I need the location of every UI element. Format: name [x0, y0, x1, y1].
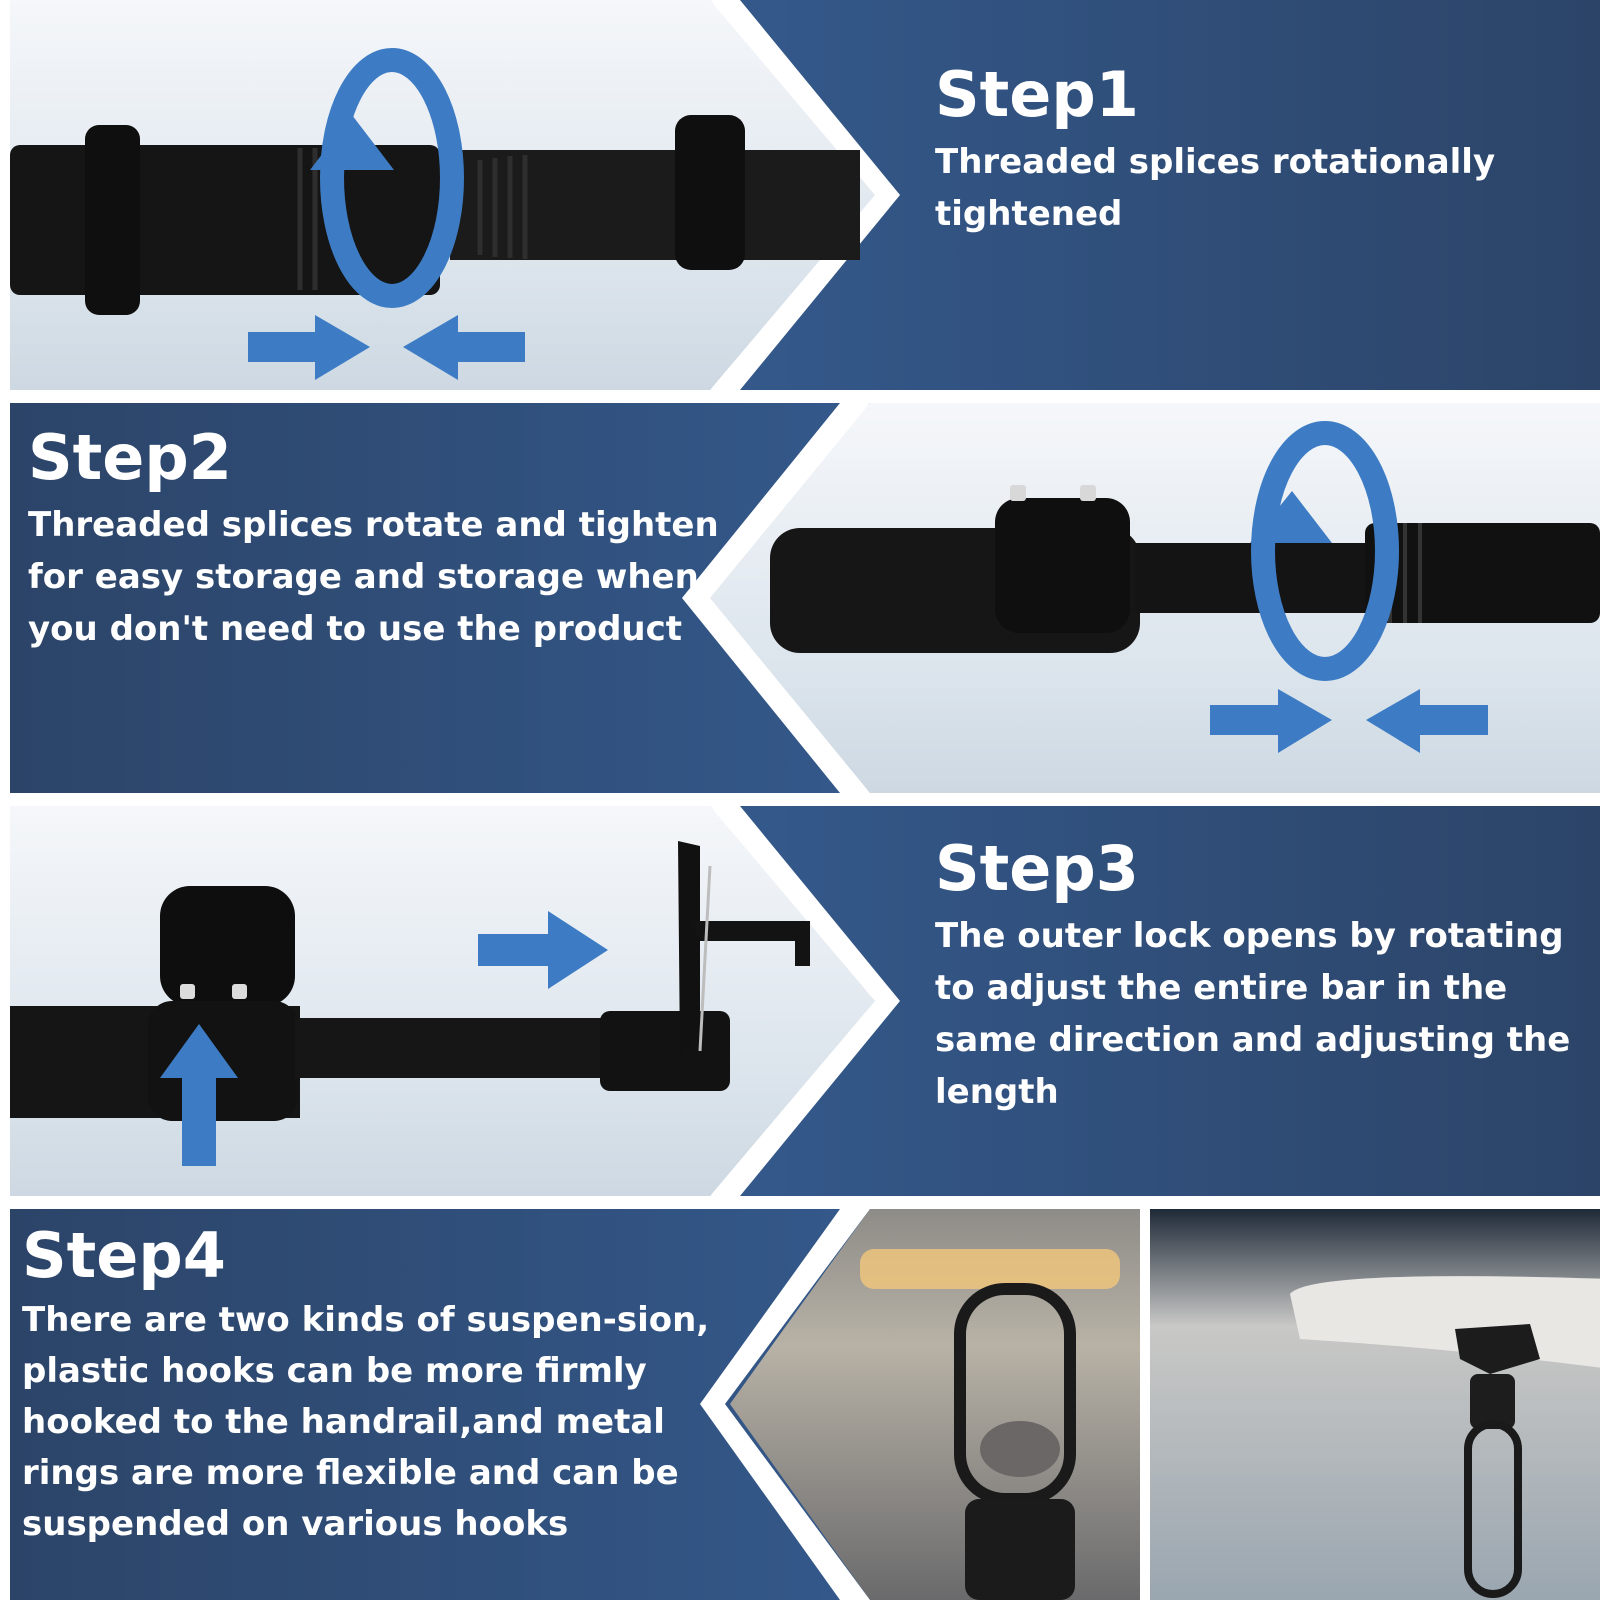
step2-title: Step2: [28, 421, 232, 494]
rotate-arrow-icon: [310, 48, 464, 308]
step3-description: The outer lock opens by rotating to adju…: [935, 916, 1571, 1112]
step1-background: [10, 0, 1600, 390]
push-in-arrows-icon: [1210, 689, 1488, 753]
step4-title: Step4: [22, 1219, 226, 1292]
step1-title: Step1: [935, 58, 1139, 131]
lock-bar: [770, 485, 1600, 653]
arrow-up-icon: [160, 1024, 238, 1166]
step3-text: Step3 The outer lock opens by rotating t…: [935, 836, 1575, 1118]
step2-background: [10, 403, 1600, 793]
step1-text: Step1 Threaded splices rotationally tigh…: [935, 62, 1575, 240]
arrow-right-icon: [478, 911, 608, 989]
step1-section: Step1 Threaded splices rotationally tigh…: [10, 0, 1600, 390]
step4-text: Step4 There are two kinds of suspen-sion…: [22, 1223, 722, 1550]
adjustable-bar: [10, 841, 810, 1121]
plastic-hook-ring: [954, 1283, 1076, 1600]
step2-description: Threaded splices rotate and tighten for …: [28, 505, 719, 649]
step3-title: Step3: [935, 832, 1139, 905]
step4-section: Step4 There are two kinds of suspen-sion…: [10, 1209, 1600, 1600]
photo-metal-ring: [1150, 1209, 1600, 1600]
metal-ring-hook: [1455, 1324, 1540, 1598]
step4-background: [10, 1209, 1600, 1600]
step3-section: Step3 The outer lock opens by rotating t…: [10, 806, 1600, 1196]
step2-text: Step2 Threaded splices rotate and tighte…: [28, 425, 728, 655]
step1-description: Threaded splices rotationally tightened: [935, 142, 1496, 234]
push-in-arrows-icon: [248, 315, 525, 380]
step2-section: Step2 Threaded splices rotate and tighte…: [10, 403, 1600, 793]
step3-background: [10, 806, 1600, 1196]
step4-description: There are two kinds of suspen-sion, plas…: [22, 1300, 710, 1544]
rotate-arrow-icon: [1250, 421, 1399, 681]
